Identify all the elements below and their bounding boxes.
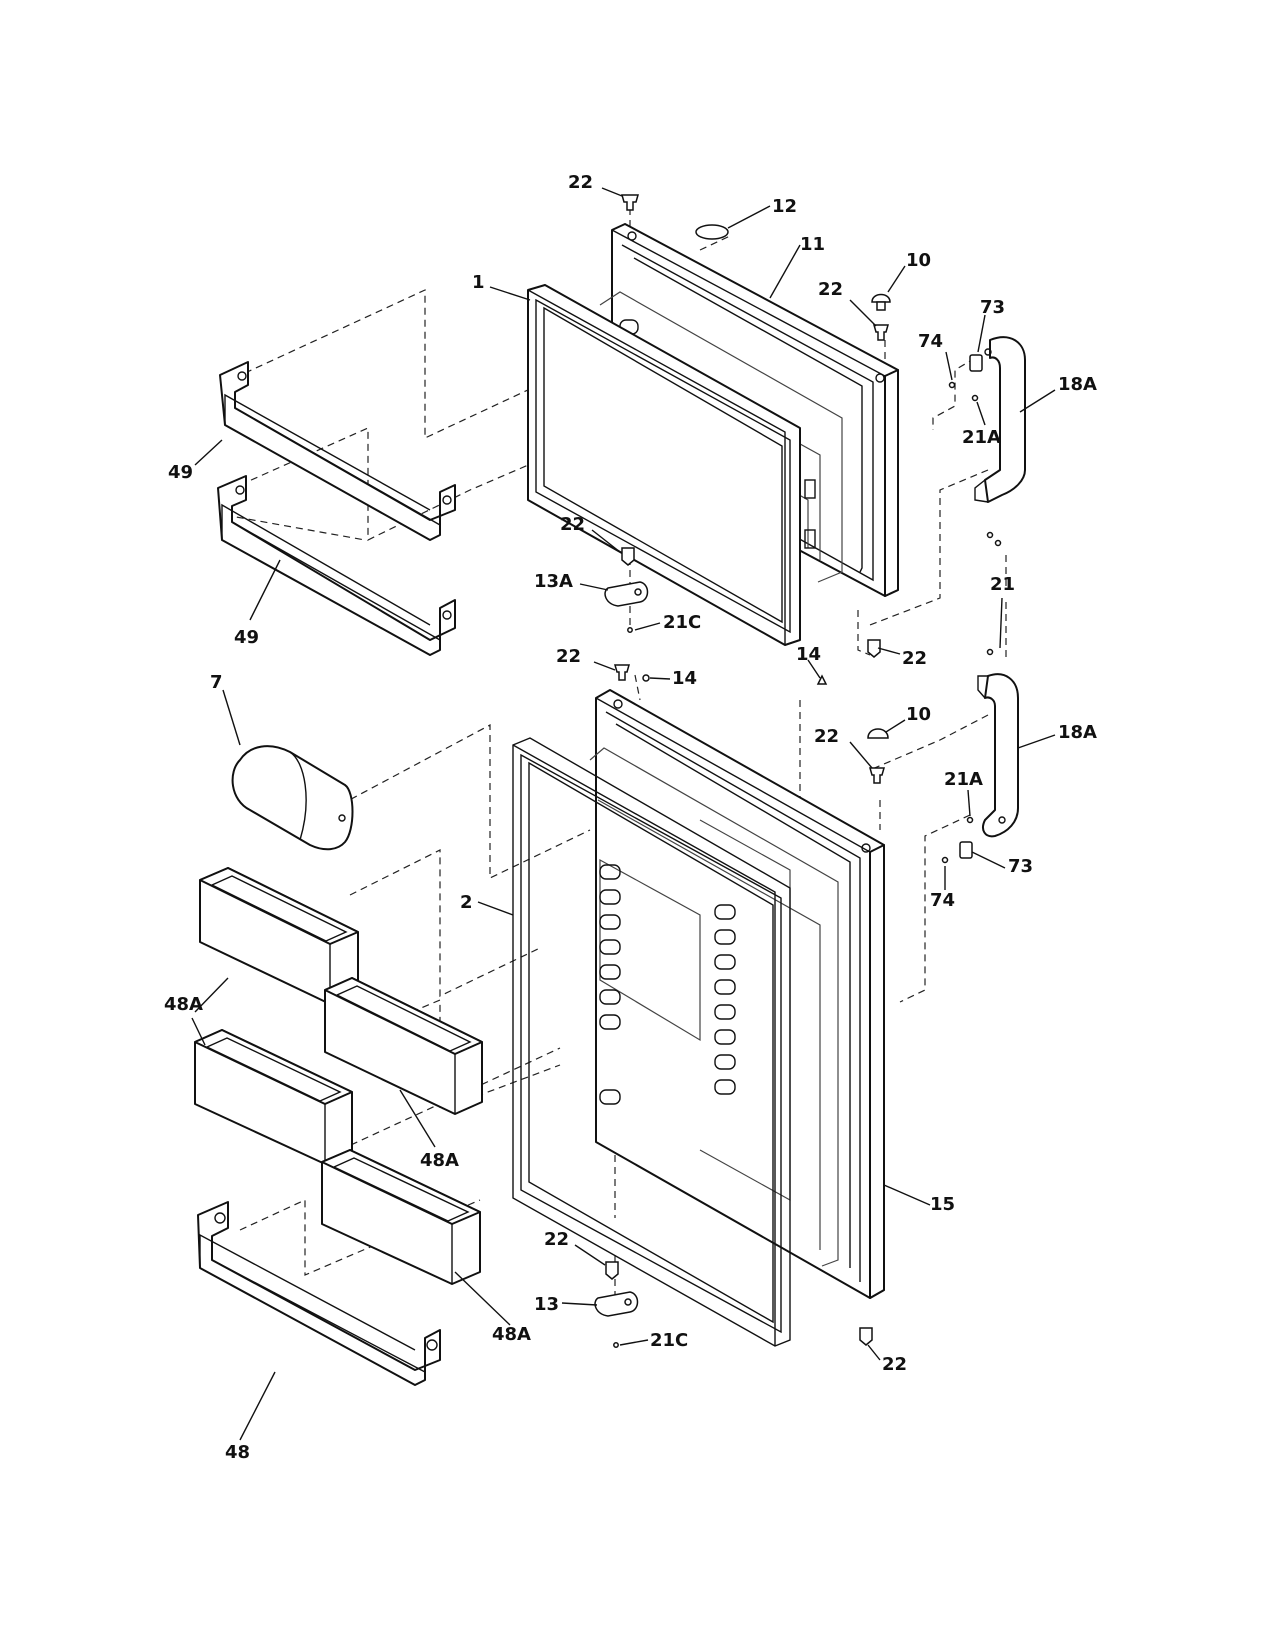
callout-15: 15 — [930, 1194, 955, 1215]
callout-1: 1 — [472, 272, 485, 293]
callout-22-ff-bottom-left: 22 — [544, 1229, 569, 1250]
callout-11: 11 — [800, 234, 825, 255]
door-bin-upper-left — [199, 867, 359, 1005]
door-bin-bottom — [321, 1149, 481, 1285]
callout-22-ff-bottom-right: 22 — [882, 1354, 907, 1375]
callout-49-upper: 49 — [168, 462, 193, 483]
callout-18A-mid: 18A — [1058, 722, 1097, 743]
callout-49-lower: 49 — [234, 627, 259, 648]
callout-22-top: 22 — [568, 172, 593, 193]
callout-22-fz-bottom-left: 22 — [560, 514, 585, 535]
callout-21C-top: 21C — [663, 612, 701, 633]
door-rack-bottom-48 — [197, 1201, 441, 1386]
fresh-food-door-handle — [977, 673, 1019, 838]
hardware — [594, 194, 1002, 1348]
callout-73-top: 73 — [980, 297, 1005, 318]
callout-2: 2 — [460, 892, 473, 913]
callout-22-ff-hinge: 22 — [814, 726, 839, 747]
callout-22-hinge-top: 22 — [818, 279, 843, 300]
leader-lines — [191, 187, 1056, 1441]
callout-7: 7 — [210, 672, 223, 693]
liner-pegs — [599, 864, 736, 1105]
callout-labels: 22 12 11 10 22 73 74 18A 21A 1 49 49 22 … — [164, 172, 1097, 1463]
door-bin-middle-right — [324, 977, 483, 1115]
callout-22-ff-top: 22 — [556, 646, 581, 667]
freezer-door-handle — [974, 336, 1026, 503]
fresh-food-door-gasket — [512, 737, 791, 1347]
callout-21: 21 — [990, 574, 1015, 595]
dairy-canister — [231, 745, 354, 851]
callout-74-mid: 74 — [930, 890, 955, 911]
freezer-door-gasket — [527, 284, 801, 646]
callout-18A-top: 18A — [1058, 374, 1097, 395]
callout-21C-bottom: 21C — [650, 1330, 688, 1351]
door-rack-lower-49 — [217, 475, 456, 656]
callout-73-mid: 73 — [1008, 856, 1033, 877]
callout-48A-bottom: 48A — [492, 1324, 531, 1345]
door-rack-upper-49 — [219, 361, 456, 541]
callout-10-top: 10 — [906, 250, 931, 271]
callout-12: 12 — [772, 196, 797, 217]
callout-48A-left: 48A — [164, 994, 203, 1015]
callout-14-right: 14 — [796, 644, 821, 665]
fresh-food-door-outer-panel — [589, 689, 885, 1299]
callout-21A-mid: 21A — [944, 769, 983, 790]
callout-13: 13 — [534, 1294, 559, 1315]
callout-10-mid: 10 — [906, 704, 931, 725]
callout-21A-top: 21A — [962, 427, 1001, 448]
callout-48A-mid: 48A — [420, 1150, 459, 1171]
callout-14-left: 14 — [672, 668, 697, 689]
callout-13A: 13A — [534, 571, 573, 592]
callout-22-fz-bottom-right: 22 — [902, 648, 927, 669]
callout-48: 48 — [225, 1442, 250, 1463]
callout-74-top: 74 — [918, 331, 943, 352]
